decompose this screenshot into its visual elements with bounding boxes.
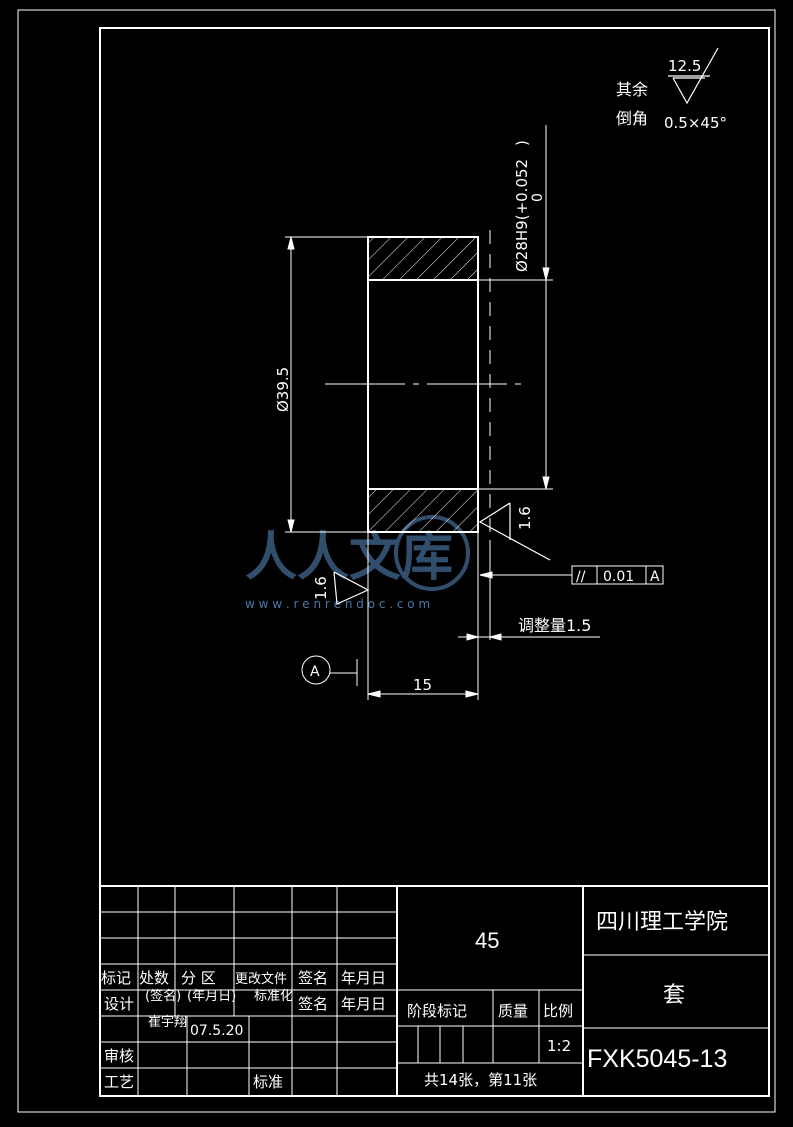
- process-label: 工艺: [104, 1073, 134, 1091]
- length-dimension: [367, 532, 479, 700]
- watermark-logo: 人人文库: [245, 515, 470, 591]
- drawing-number: FXK5045-13: [587, 1045, 727, 1073]
- sheet-outer-border: [17, 9, 776, 1113]
- header-sign: 签名: [298, 969, 328, 987]
- part-section: [325, 230, 522, 540]
- design-sign-label: (签名): [145, 988, 181, 1004]
- header-zone: 分 区: [181, 969, 216, 987]
- sign-label-2: 签名: [298, 995, 328, 1013]
- adjust-note: 调整量1.5: [518, 616, 591, 635]
- datum-a-symbol-icon: [301, 655, 358, 686]
- part-name: 套: [663, 983, 685, 1008]
- design-date-label: (年月日): [187, 989, 236, 1004]
- header-places: 处数: [139, 969, 169, 987]
- bore-tolerance-lower: 0: [530, 193, 546, 202]
- bore-diameter-label: Ø28H9(+0.052: [513, 159, 531, 272]
- school-name: 四川理工学院: [596, 910, 728, 935]
- outer-diameter-label: Ø39.5: [274, 367, 292, 412]
- date-label-2: 年月日: [341, 995, 386, 1013]
- author-note: 崔宇翔: [148, 1014, 187, 1030]
- roughness-right-value: 1.6: [516, 506, 534, 530]
- parallelism-symbol: //: [576, 569, 586, 585]
- parallelism-tolerance: 0.01: [603, 569, 634, 585]
- hatched-wall-bottom: [367, 488, 479, 533]
- sheets-info: 共14张，第11张: [424, 1071, 537, 1089]
- scale-value: 1:2: [547, 1037, 571, 1055]
- parallelism-datum: A: [650, 569, 660, 585]
- roughness-right-icon: [478, 502, 551, 561]
- mass-header: 质量: [498, 1002, 528, 1020]
- roughness-symbol-icon: [668, 47, 719, 105]
- approve-label: 标准: [253, 1073, 283, 1091]
- bore-diameter-dimension: [478, 125, 553, 490]
- datum-a-label: A: [310, 664, 320, 680]
- review-label: 审核: [104, 1047, 134, 1065]
- header-mark: 标记: [101, 969, 131, 987]
- outer-diameter-dimension: [285, 236, 368, 533]
- parallelism-frame: [479, 565, 664, 585]
- roughness-value: 12.5: [668, 57, 701, 75]
- design-label: 设计: [104, 995, 134, 1013]
- adjust-dimension: [458, 532, 600, 700]
- title-block-grid: [100, 885, 769, 1096]
- bore-paren-close: ): [513, 140, 531, 146]
- length-label: 15: [413, 676, 432, 694]
- header-change-doc: 更改文件: [235, 972, 287, 987]
- svg-text:人人文库: 人人文库: [245, 528, 453, 588]
- stage-mark-header: 阶段标记: [407, 1002, 467, 1020]
- header-date: 年月日: [341, 969, 386, 987]
- material-value: 45: [475, 928, 499, 953]
- roughness-note: 其余: [616, 80, 648, 99]
- hatched-wall-top: [367, 236, 479, 281]
- roughness-left-icon: [333, 571, 370, 605]
- scale-header: 比例: [543, 1002, 573, 1020]
- chamfer-value: 0.5×45°: [664, 114, 727, 132]
- sheet-inner-border: [99, 27, 770, 1097]
- std-label: 标准化: [254, 989, 293, 1004]
- chamfer-label: 倒角: [616, 109, 648, 128]
- design-date-value: 07.5.20: [190, 1023, 243, 1039]
- roughness-left-value: 1.6: [312, 576, 330, 600]
